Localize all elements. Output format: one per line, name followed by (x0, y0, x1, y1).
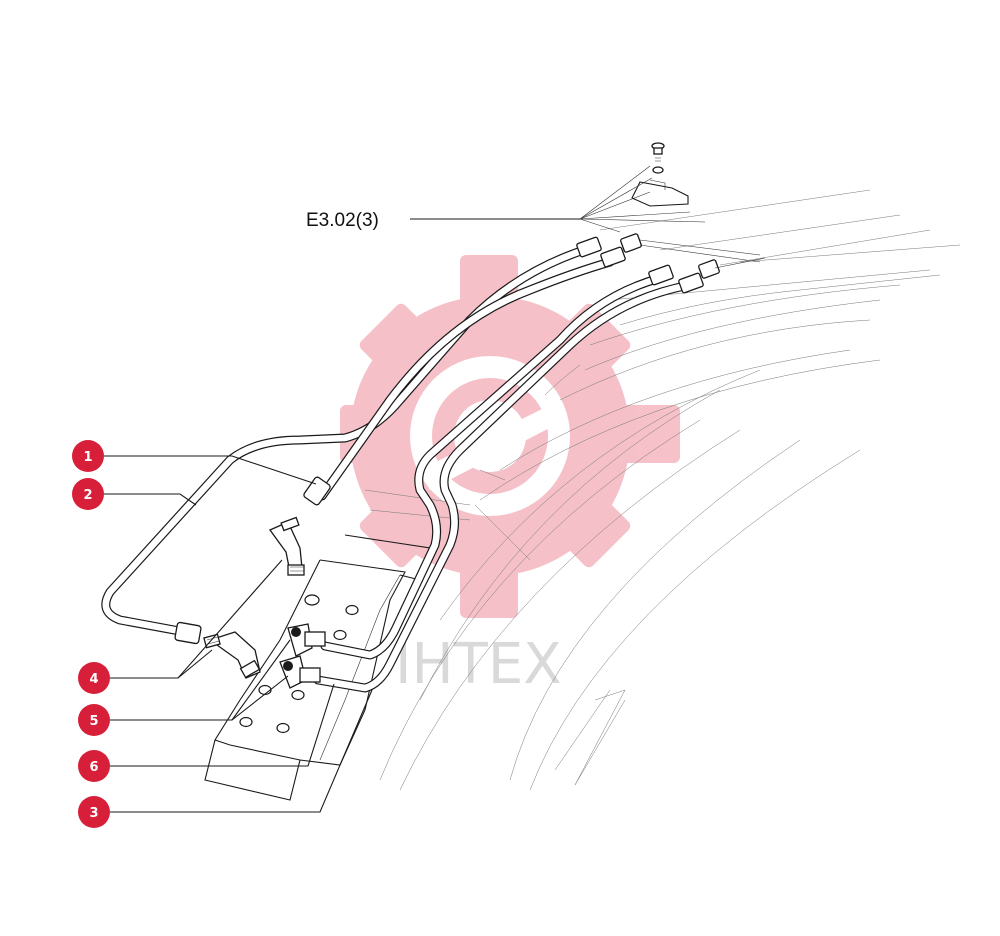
callout-leaders (104, 455, 373, 813)
callout-6: 6 (78, 750, 110, 782)
svg-text:1: 1 (83, 450, 92, 465)
bolt-hardware-icon (631, 142, 689, 207)
fittings (174, 476, 331, 689)
upper-connectors (576, 233, 766, 294)
svg-text:6: 6 (89, 760, 98, 775)
callout-3: 3 (78, 796, 110, 828)
machine-body-lines (364, 189, 961, 791)
callout-2: 2 (72, 478, 104, 510)
reference-callout: E3.02(3) (306, 165, 706, 233)
callout-5: 5 (78, 704, 110, 736)
callout-1: 1 (72, 440, 104, 472)
svg-text:5: 5 (89, 714, 98, 729)
svg-text:4: 4 (89, 672, 98, 687)
hydraulic-pipes (101, 243, 695, 693)
svg-text:3: 3 (89, 806, 98, 821)
svg-text:2: 2 (83, 488, 92, 503)
reference-label: E3.02(3) (306, 210, 379, 231)
watermark-text: IHTEX (395, 632, 562, 697)
callout-4: 4 (78, 662, 110, 694)
